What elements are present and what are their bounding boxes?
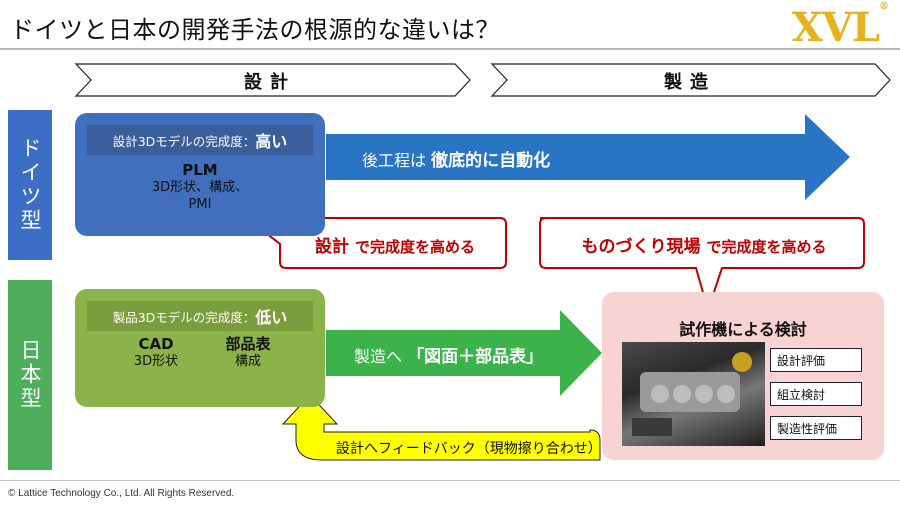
germany-completeness-prefix: 設計3Dモデルの完成度： — [112, 133, 256, 149]
plm-title: PLM — [182, 161, 218, 179]
floor-callout-rest: で完成度を高める — [706, 238, 827, 256]
to-manufacturing-arrow — [326, 310, 602, 396]
floor-callout-emphasis: ものづくり現場 — [581, 237, 701, 257]
bom-title: 部品表 — [225, 335, 271, 353]
to-manufacturing-emphasis: 「図面＋部品表」 — [407, 347, 544, 367]
registered-mark: ® — [879, 0, 889, 12]
design-callout-rest: で完成度を高める — [354, 238, 475, 256]
automation-arrow — [326, 114, 850, 200]
japan-completeness-level: 低い — [255, 308, 288, 327]
bom-line: 構成 — [234, 354, 261, 369]
cad-line: 3D形状 — [133, 354, 179, 369]
feedback-text: 設計へフィードバック（現物擦り合わせ） — [336, 441, 602, 457]
automation-emphasis: 徹底的に自動化 — [431, 151, 551, 171]
germany-completeness-header: 設計3Dモデルの完成度： 高い — [87, 125, 313, 155]
check-manufacturability: 製造性評価 — [770, 416, 862, 440]
design-phase-chevron — [74, 63, 471, 97]
design-callout-text: 設計 で完成度を高める — [290, 232, 500, 257]
automation-prefix: 後工程は — [362, 151, 427, 170]
cad-db-label: CAD 3D形状 — [112, 336, 200, 370]
plm-db-label: PLM 3D形状、構成、 PMI — [140, 162, 260, 213]
plm-line-1: 3D形状、構成、 — [151, 180, 249, 195]
footer-divider — [0, 480, 900, 481]
copyright-footer: © Lattice Technology Co., Ltd. All Right… — [8, 488, 235, 499]
japan-type-label: 日本型 — [8, 280, 52, 470]
xvl-logo: XVL® — [791, 0, 889, 51]
germany-type-label: ドイツ型 — [8, 110, 52, 260]
engine-illustration — [632, 352, 752, 436]
cad-title: CAD — [138, 335, 174, 353]
check-design-evaluation: 設計評価 — [770, 348, 862, 372]
japan-completeness-header: 製品3Dモデルの完成度： 低い — [87, 301, 313, 331]
prototype-title: 試作機による検討 — [679, 320, 807, 339]
to-manufacturing-prefix: 製造へ — [354, 347, 403, 366]
floor-callout-text: ものづくり現場 で完成度を高める — [548, 232, 860, 257]
manufacturing-phase-label: 製造 — [664, 72, 716, 93]
germany-completeness-level: 高い — [255, 132, 288, 151]
automation-arrow-text: 後工程は 徹底的に自動化 — [362, 146, 550, 171]
japan-completeness-prefix: 製品3Dモデルの完成度： — [112, 309, 256, 325]
germany-design-panel: 設計3Dモデルの完成度： 高い — [75, 113, 325, 236]
bom-db-label: 部品表 構成 — [208, 336, 288, 370]
japan-design-panel: 製品3Dモデルの完成度： 低い — [75, 289, 325, 407]
logo-text: XVL — [791, 4, 880, 51]
to-manufacturing-text: 製造へ 「図面＋部品表」 — [354, 342, 543, 367]
title-divider — [0, 48, 900, 50]
plm-line-2: PMI — [188, 197, 212, 212]
manufacturing-phase-chevron — [490, 63, 891, 97]
design-callout-emphasis: 設計 — [315, 237, 350, 257]
design-phase-label: 設計 — [244, 72, 296, 93]
engine-photo — [622, 342, 765, 446]
page-title: ドイツと日本の開発手法の根源的な違いは？ — [10, 16, 500, 44]
check-assembly-review: 組立検討 — [770, 382, 862, 406]
